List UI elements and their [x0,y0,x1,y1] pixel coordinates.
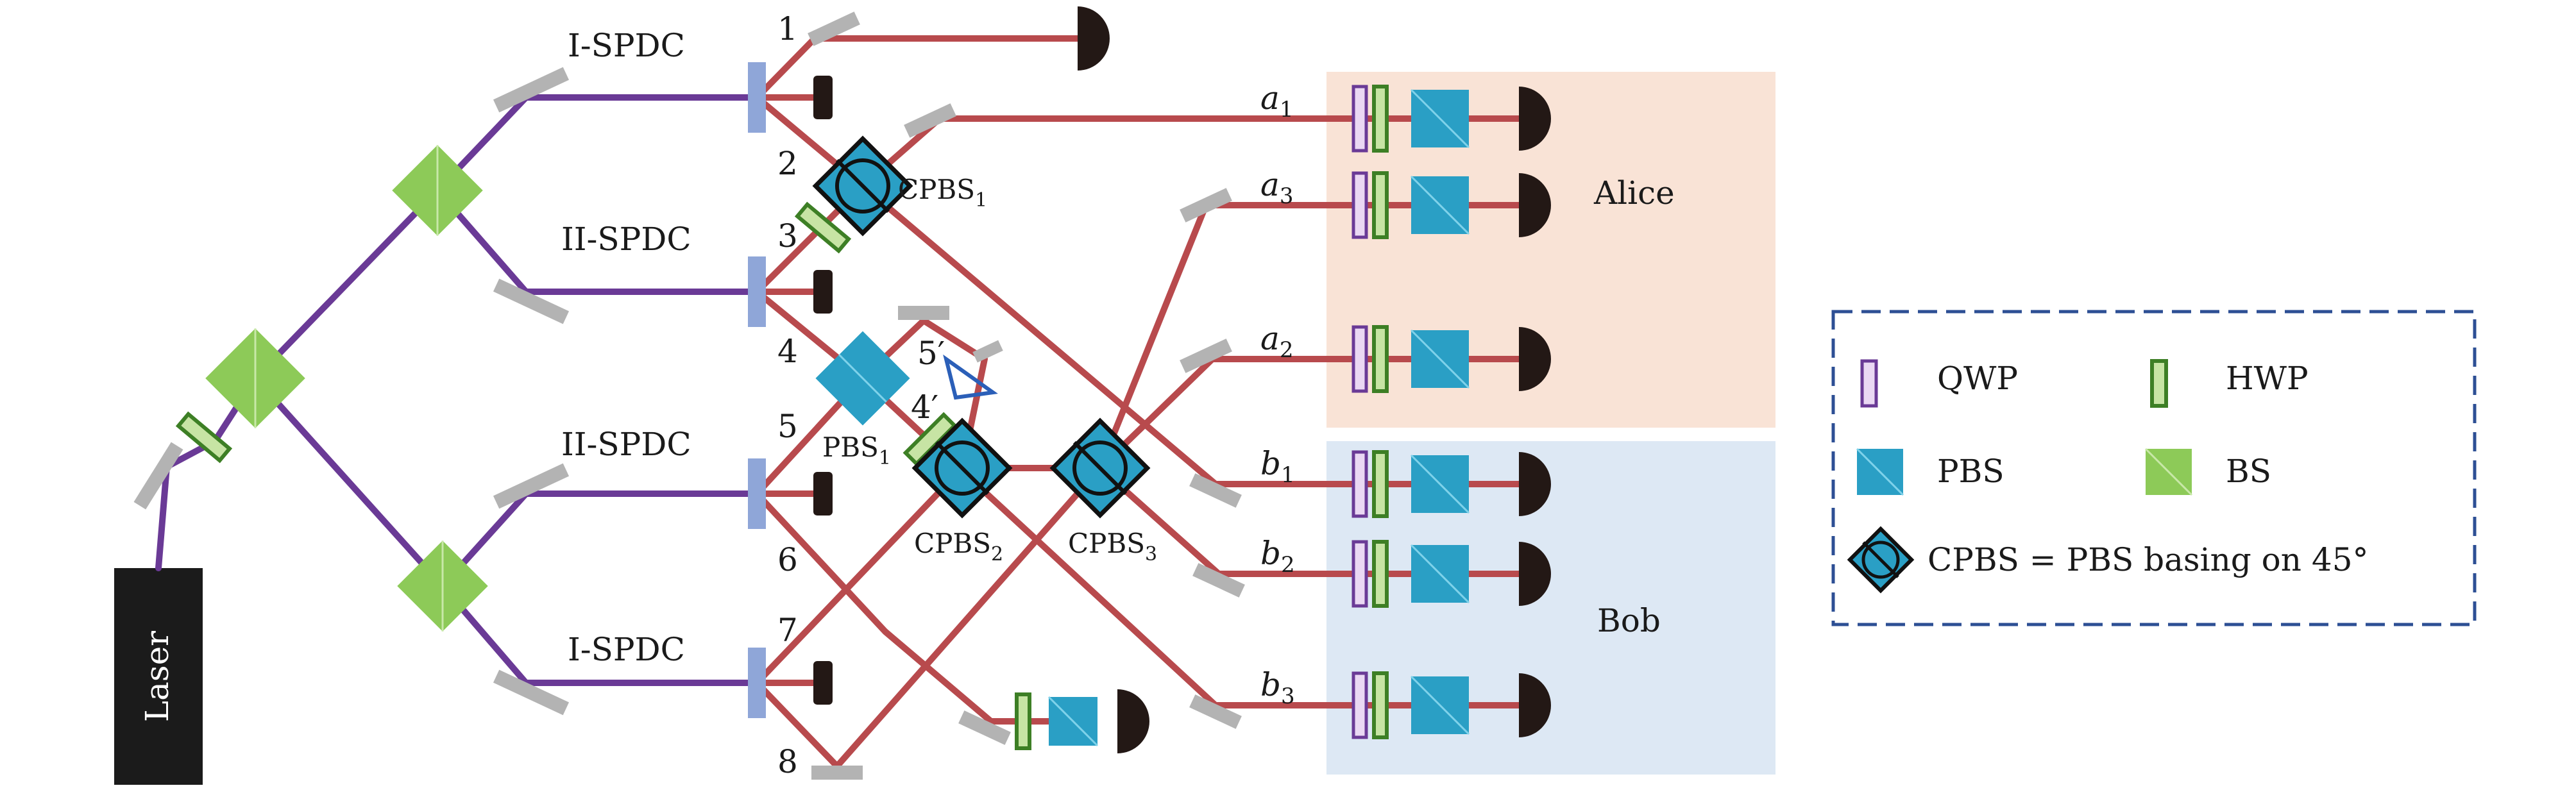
detection-arm-b3 [1352,671,1551,739]
legend-pbs-swatch [1856,448,1904,496]
mirror [811,766,863,780]
bob-region [1326,441,1775,775]
output-label-b2: b2 [1260,535,1295,578]
path-number-1: 1 [777,10,798,47]
detector-path-1 [1078,6,1110,71]
mirror [1192,563,1245,598]
output-label-a3: a3 [1260,166,1293,209]
beam-stop [813,270,833,314]
mirror [493,669,570,716]
pbs1-label: PBS1 [822,432,891,469]
legend-qwp-swatch [1860,359,1878,408]
legend-cpbs-swatch [1847,526,1915,594]
cpbs3-cube [1049,417,1151,519]
detection-arms [1015,6,1551,753]
legend-bs-swatch [2144,448,2193,496]
path-number-8: 8 [777,743,798,780]
beam-stop [813,661,833,705]
output-label-b3: b3 [1260,666,1295,709]
detection-arm-b2 [1352,540,1551,608]
mirror [904,103,956,138]
cpbs2-label: CPBS2 [914,528,1003,566]
legend: QWP HWP PBS BS CPBS = PBS basing on 45° [1831,310,2477,626]
legend-cpbs-label: CPBS = PBS basing on 45° [1928,541,2369,578]
cpbs1-cube [812,135,913,237]
mirror [493,278,570,324]
spdc-label-3: II-SPDC [561,426,691,463]
output-label-a1: a1 [1260,80,1293,122]
bs-cube [205,328,305,428]
cpbs3-label: CPBS3 [1068,528,1157,566]
pbs1-cube [815,331,910,426]
cpbs1-label: CPBS1 [898,174,987,212]
path-number-7: 7 [777,612,798,649]
beam-stops [813,76,833,705]
mirror [972,340,1003,363]
delay-prism [943,354,998,400]
legend-hwp-swatch [2150,359,2168,408]
mirror [1180,339,1232,373]
path-number-2: 2 [777,145,798,182]
mirror [1189,694,1242,729]
alice-label: Alice [1593,174,1675,212]
hwp-plate [794,201,852,254]
detection-arm-a3 [1352,171,1551,239]
spdc-label-1: I-SPDC [568,27,685,64]
path-number-6: 6 [777,541,798,578]
beam-splitters-bs [205,145,488,632]
path-label-4-prime: 4′ [911,389,938,426]
beam-stop [813,472,833,516]
mirror [133,442,183,510]
bob-label: Bob [1597,602,1661,639]
spdc-label-2: II-SPDC [561,221,691,258]
mirror [808,12,860,46]
hwp-plate [175,411,233,464]
laser-label: Laser [139,631,176,722]
detection-arm-a1 [1352,85,1551,153]
mirror [1180,188,1232,222]
output-label-a2: a2 [1260,320,1293,363]
detection-arm-b1 [1352,450,1551,518]
output-label-b1: b1 [1260,445,1295,488]
path-number-3: 3 [777,217,798,255]
mirror [493,463,570,509]
legend-box [1831,310,2477,626]
legend-pbs-label: PBS [1937,453,2004,490]
path-number-4: 4 [777,333,798,370]
spdc-crystal [748,62,766,133]
laser-source: Laser [114,568,203,785]
legend-qwp-label: QWP [1937,360,2018,397]
mirror [493,67,570,113]
alice-region [1326,72,1775,428]
mirror [958,710,1011,745]
cpbs2-cube [911,417,1013,519]
beam-stop [813,76,833,119]
mirror [1189,473,1242,508]
mirrors [133,12,1245,780]
detection-arm-trigger-8 [1015,689,1149,753]
mirror [898,306,949,320]
inline-waveplates [175,201,958,467]
path-number-5: 5 [777,408,798,445]
path-label-5-prime: 5′ [917,335,945,372]
spdc-crystal [748,256,766,327]
spdc-crystal [748,458,766,529]
legend-bs-label: BS [2226,453,2271,490]
spdc-crystals [748,62,766,718]
detection-arm-a2 [1352,325,1551,393]
spdc-label-4: I-SPDC [568,631,685,668]
legend-hwp-label: HWP [2226,360,2309,397]
spdc-crystal [748,648,766,718]
